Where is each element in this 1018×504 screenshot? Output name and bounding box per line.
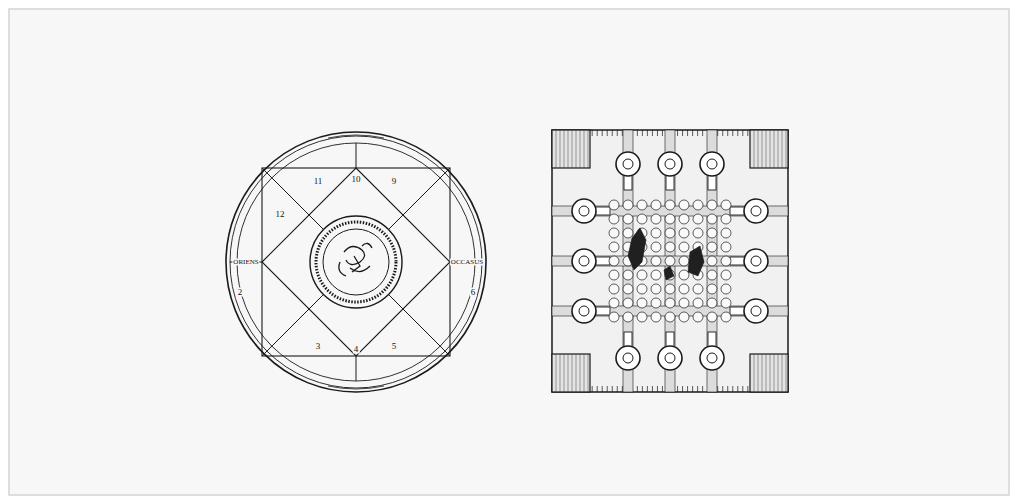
house-number: 9 [391, 177, 398, 186]
house-number: 4 [353, 345, 360, 354]
house-number: 5 [391, 342, 398, 351]
house-number: 2 [237, 288, 244, 297]
horizon-label: OCCASUS [450, 259, 484, 266]
house-number: 6 [470, 288, 477, 297]
house-number: 12 [275, 210, 286, 219]
horoscope-chart [226, 132, 486, 392]
city-plan [552, 130, 788, 392]
house-number: 10 [351, 175, 362, 184]
horizon-label: ORIENS [232, 259, 259, 266]
house-number: 3 [315, 342, 322, 351]
frame [9, 9, 1009, 495]
house-number: 11 [313, 177, 324, 186]
